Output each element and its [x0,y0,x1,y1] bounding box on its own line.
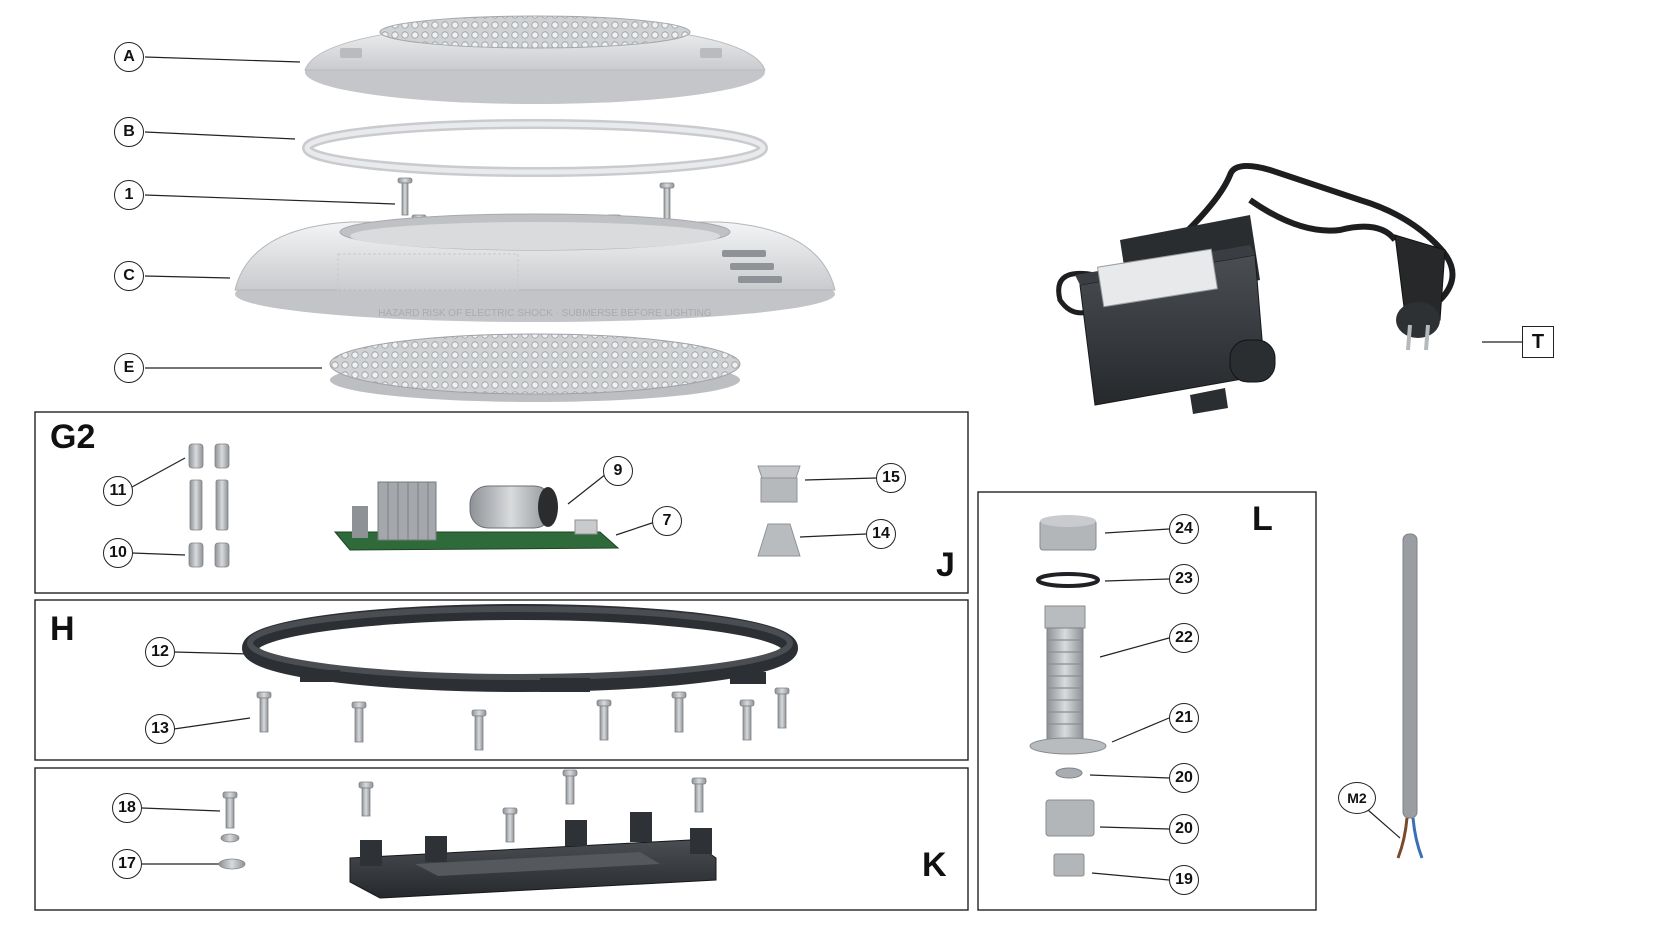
callout-20a: 20 [1169,763,1199,793]
callout-m2: M2 [1338,782,1376,814]
frame-h [34,599,969,761]
leader-lines [131,56,1522,881]
part-m2-cable [1396,533,1424,859]
parts-19-24-cable-gland-assembly [1029,515,1107,877]
part-k-screws [358,769,707,843]
frame-g2-j [34,411,969,594]
parts-7-9-driver-board [333,481,620,551]
callout-18: 18 [112,793,142,823]
part-12-mounting-ring [242,604,798,692]
callout-15: 15 [876,463,906,493]
group-frames [34,411,1317,911]
part-k-base-plate [349,812,717,899]
part-13-screws [256,687,790,751]
callout-17: 17 [112,849,142,879]
parts-14-15-glands [757,465,801,557]
group-label-j: J [936,546,955,584]
callout-10: 10 [103,538,133,568]
part-c-housing: HAZARD RISK OF ELECTRIC SHOCK · SUBMERSE… [234,213,836,322]
callout-11: 11 [103,476,133,506]
callout-19: 19 [1169,865,1199,895]
part-a-cover [304,15,766,104]
callout-9: 9 [603,456,633,486]
part-t-transformer [1056,163,1456,414]
callout-24: 24 [1169,514,1199,544]
frame-k [34,767,969,911]
callout-13: 13 [145,714,175,744]
part-b-gasket-ring [302,119,768,177]
housing-warning-text: HAZARD RISK OF ELECTRIC SHOCK · SUBMERSE… [378,308,712,319]
callout-14: 14 [866,519,896,549]
callout-t: T [1522,326,1554,358]
part-e-led-lens [329,333,741,402]
callout-1: 1 [114,180,144,210]
callout-e: E [114,353,144,383]
callout-23: 23 [1169,564,1199,594]
parts-17-18-screw-washer [218,791,246,870]
callout-a: A [114,42,144,72]
callout-c: C [114,261,144,291]
callout-12: 12 [145,637,175,667]
callout-21: 21 [1169,703,1199,733]
callout-20b: 20 [1169,814,1199,844]
frame-l [977,491,1317,911]
callout-7: 7 [652,506,682,536]
parts-10-11-spacers [188,443,230,568]
callout-22: 22 [1169,623,1199,653]
callout-b: B [114,117,144,147]
group-label-h: H [50,610,75,648]
group-label-l: L [1252,500,1273,538]
group-label-g2: G2 [50,418,96,456]
group-label-k: K [922,846,947,884]
